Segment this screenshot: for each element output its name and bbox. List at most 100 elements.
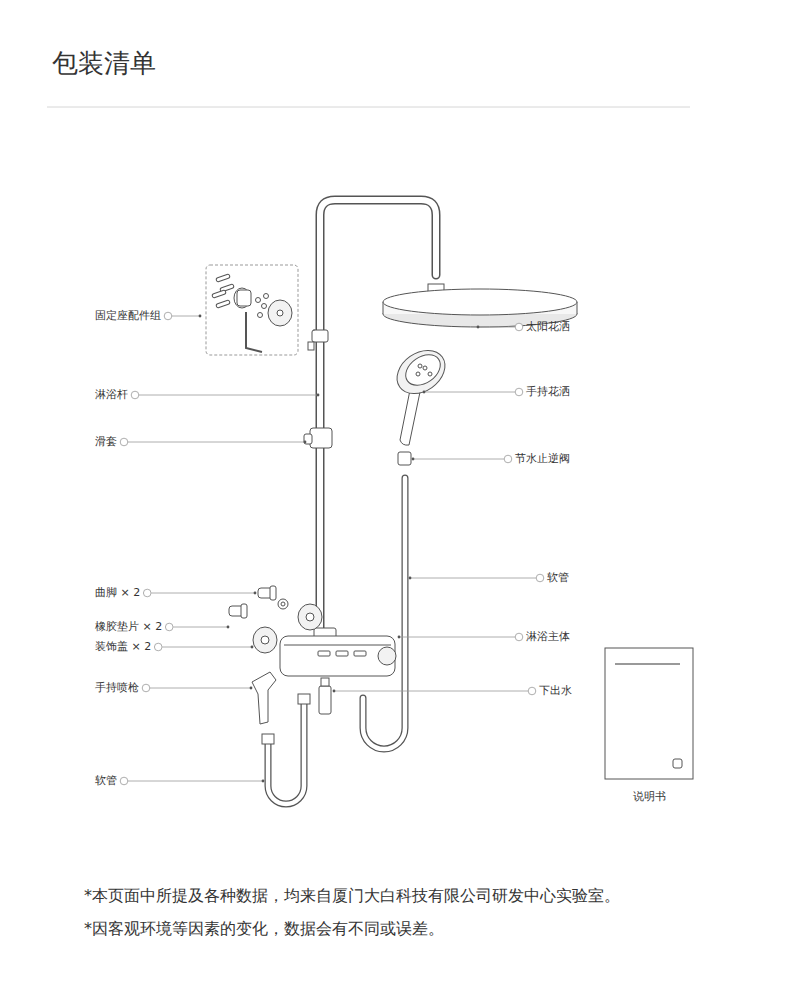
illustration-shape <box>423 366 427 370</box>
illustration-shape <box>319 686 331 714</box>
illustration-shape <box>258 313 263 318</box>
illustration-shape <box>321 678 329 686</box>
part-label: 曲脚 × 2 <box>95 586 140 600</box>
illustration-shape <box>216 274 231 283</box>
leader-line <box>151 593 255 594</box>
illustration-shape <box>237 290 251 306</box>
illustration-shape <box>253 627 277 653</box>
illustration-shape <box>278 599 288 609</box>
illustration-shape <box>280 636 395 676</box>
footnote: *本页面中所提及各种数据，均来自厦门大白科技有限公司研发中心实验室。 <box>84 886 620 906</box>
part-label: 软管 <box>547 571 569 585</box>
leader-line <box>334 691 528 692</box>
shower-body <box>280 628 396 676</box>
illustration-shape <box>298 604 322 630</box>
leader-dot <box>398 636 401 639</box>
illustration-shape <box>336 651 348 656</box>
leader-circle <box>131 391 139 399</box>
small-parts <box>229 586 322 653</box>
illustration-shape <box>277 310 283 316</box>
illustration-shape <box>320 200 436 640</box>
illustration-shape <box>262 304 267 309</box>
leader-dot <box>250 687 253 690</box>
title-rule <box>47 107 690 108</box>
part-label: 滑套 <box>95 435 117 449</box>
leader-line <box>139 395 318 396</box>
hand-shower <box>389 342 453 446</box>
leader-circle <box>515 388 523 396</box>
leader-line <box>410 578 536 579</box>
illustration-shape <box>234 288 250 308</box>
leader-line <box>424 392 515 393</box>
illustration-shape <box>428 372 432 376</box>
leader-dot <box>199 315 202 318</box>
part-label: 手持花洒 <box>526 385 570 399</box>
fixture-kit <box>206 265 298 355</box>
illustration-shape <box>306 613 314 621</box>
illustration-shape <box>284 645 391 646</box>
part-label: 橡胶垫片 × 2 <box>95 620 162 634</box>
illustration-shape <box>212 290 227 299</box>
leader-circle <box>536 574 544 582</box>
illustration-shape <box>312 330 328 342</box>
illustration-shape <box>252 672 276 724</box>
illustration-shape <box>363 478 405 749</box>
leader-line <box>173 627 228 628</box>
leader-circle <box>504 455 512 463</box>
illustration-shape <box>354 651 366 656</box>
footnote: *因客观环境等因素的变化，数据会有不同或误差。 <box>84 919 444 939</box>
leader-dot <box>477 326 480 329</box>
leader-circle <box>165 623 173 631</box>
illustration-shape <box>320 200 436 640</box>
leader-dot <box>409 577 412 580</box>
illustration-shape <box>378 647 396 665</box>
leader-circle <box>154 643 162 651</box>
illustration-shape <box>383 289 577 315</box>
leader-line <box>478 327 515 328</box>
leader-dot <box>227 626 230 629</box>
illustration-shape <box>310 428 332 448</box>
illustration-shape <box>304 434 312 444</box>
leader-circle <box>120 438 128 446</box>
part-label: 节水止逆阀 <box>515 452 570 466</box>
leader-line <box>128 781 263 782</box>
illustration-shape <box>261 636 269 644</box>
leader-dot <box>251 646 254 649</box>
leader-dot <box>262 780 265 783</box>
part-label: 手持喷枪 <box>95 681 139 695</box>
slide-holder <box>304 428 332 448</box>
illustration-shape <box>308 342 314 350</box>
illustration-shape <box>241 604 247 618</box>
part-label: 淋浴杆 <box>95 388 128 402</box>
leader-dot <box>304 441 307 444</box>
part-label: 下出水 <box>539 684 572 698</box>
leader-dot <box>412 458 415 461</box>
leader-dot <box>317 394 320 397</box>
leader-circle <box>515 323 523 331</box>
illustration-shape <box>298 694 310 704</box>
hoses <box>262 478 405 804</box>
leader-circle <box>515 633 523 641</box>
leader-line <box>128 442 305 443</box>
bottom-outlet <box>319 678 331 714</box>
manual-booklet <box>605 648 693 779</box>
illustration-shape <box>400 390 420 445</box>
illustration-shape <box>268 300 292 326</box>
part-label: 固定座配件组 <box>95 309 161 323</box>
leader-circle <box>528 687 536 695</box>
illustration-shape <box>400 348 446 391</box>
illustration-shape <box>418 364 422 368</box>
leader-circle <box>120 777 128 785</box>
hand-sprayer <box>252 672 276 724</box>
leader-line <box>399 637 515 638</box>
part-label: 淋浴主体 <box>526 630 570 644</box>
illustration-shape <box>416 372 420 376</box>
illustration-shape <box>264 294 269 299</box>
leader-dot <box>333 690 336 693</box>
part-label: 软管 <box>95 774 117 788</box>
illustration-shape <box>268 702 304 804</box>
part-label: 装饰盖 × 2 <box>95 640 151 654</box>
page-title: 包装清单 <box>52 46 156 81</box>
